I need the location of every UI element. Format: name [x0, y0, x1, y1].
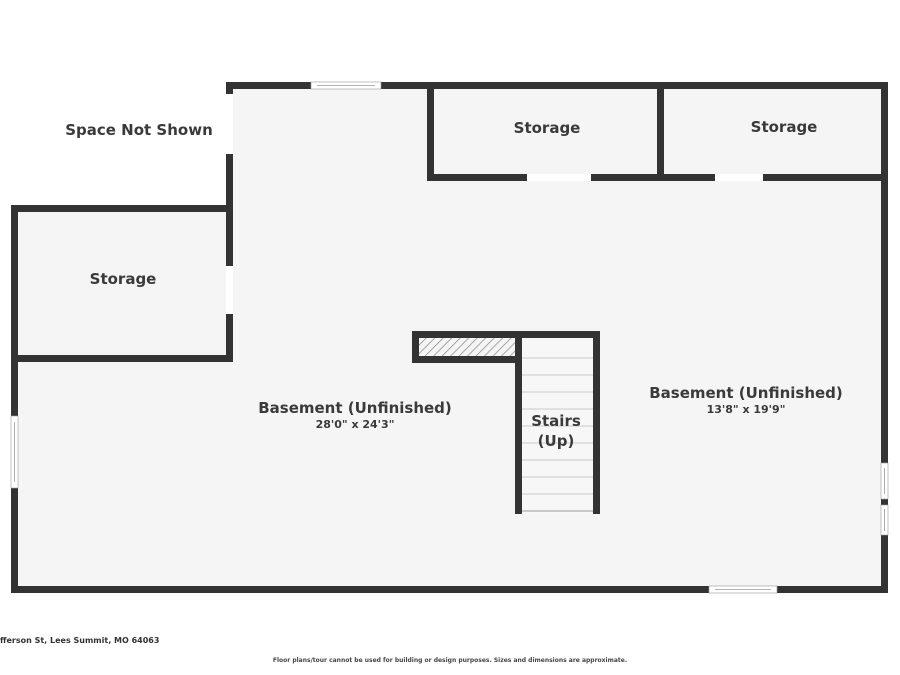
hatched-column — [419, 338, 515, 356]
room-label-basement-right: Basement (Unfinished) — [649, 384, 843, 402]
exterior-walls — [11, 82, 888, 593]
stairs-direction: (Up) — [537, 432, 575, 450]
window-right-lower — [880, 504, 889, 536]
stair-treads — [522, 338, 593, 514]
room-basement-right: Basement (Unfinished) 13'8" x 19'9" — [649, 384, 843, 416]
openings — [226, 94, 763, 314]
window-bottom — [708, 585, 778, 594]
room-label-space-not-shown: Space Not Shown — [65, 121, 213, 139]
property-address: fferson St, Lees Summit, MO 64063 — [0, 636, 160, 645]
room-dimensions-basement-right: 13'8" x 19'9" — [706, 403, 786, 416]
room-dimensions-basement-left: 28'0" x 24'3" — [315, 418, 395, 431]
room-label-storage-top-right: Storage — [750, 118, 818, 136]
room-stairs: Stairs (Up) — [531, 411, 581, 451]
interior-walls — [11, 82, 888, 514]
room-basement-left: Basement (Unfinished) 28'0" x 24'3" — [258, 399, 452, 431]
disclaimer-text: Floor plans/tour cannot be used for buil… — [272, 657, 628, 664]
room-label-stairs: Stairs — [531, 412, 581, 430]
window-left — [10, 415, 19, 489]
room-label-basement-left: Basement (Unfinished) — [258, 399, 452, 417]
windows — [10, 81, 889, 594]
window-top — [310, 81, 382, 90]
room-label-storage-top-middle: Storage — [513, 119, 581, 137]
window-right-upper — [880, 462, 889, 500]
room-label-storage-left: Storage — [89, 270, 157, 288]
